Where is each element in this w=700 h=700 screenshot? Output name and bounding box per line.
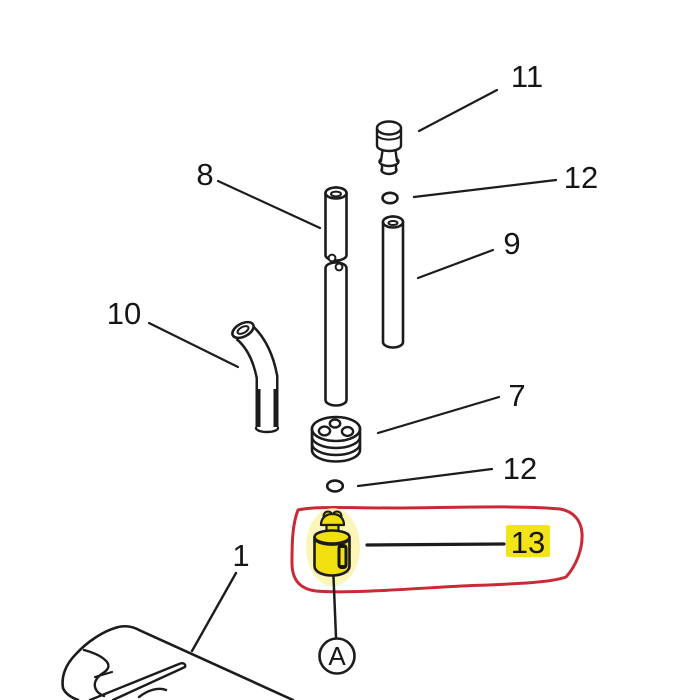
part-8-tube (324, 186, 348, 407)
leader-part12-upper (412, 178, 558, 199)
callout-label-8: 8 (196, 157, 213, 192)
leader-part12-lower (356, 467, 494, 488)
red-highlight-loop (290, 505, 584, 594)
leader-lines (147, 88, 558, 653)
callout-labels: 11 12 8 9 10 7 12 13 1 (107, 59, 598, 573)
leader-part10 (147, 321, 240, 369)
part-10-elbow-tube (231, 320, 280, 434)
leader-part11 (417, 88, 499, 133)
part-11-valve (375, 120, 403, 176)
callout-label-7: 7 (508, 378, 525, 413)
detail-a-label: A (328, 641, 346, 671)
label-13-marker (506, 525, 550, 557)
leader-part8 (216, 179, 322, 230)
leader-part7 (376, 395, 501, 435)
callout-label-12-upper: 12 (564, 160, 598, 195)
callout-label-11: 11 (511, 59, 543, 94)
callout-label-10: 10 (107, 296, 141, 331)
leader-part1 (190, 571, 238, 653)
callout-label-9: 9 (503, 226, 520, 261)
callout-label-12-lower: 12 (503, 451, 537, 486)
part-1-tank-outline (61, 624, 295, 700)
leader-part9 (416, 248, 495, 280)
part-12-oring-lower (325, 479, 345, 493)
line-filter-to-detail-a (332, 575, 338, 639)
callout-label-1: 1 (232, 538, 249, 573)
callout-label-13: 13 (511, 525, 545, 560)
leader-part13 (365, 542, 506, 547)
part-12-oring-upper (381, 191, 399, 205)
part-7-grommet (310, 415, 362, 463)
part-9-tube (381, 215, 405, 349)
detail-a-callout: A (318, 637, 356, 675)
part-13-fuel-filter (306, 508, 360, 586)
